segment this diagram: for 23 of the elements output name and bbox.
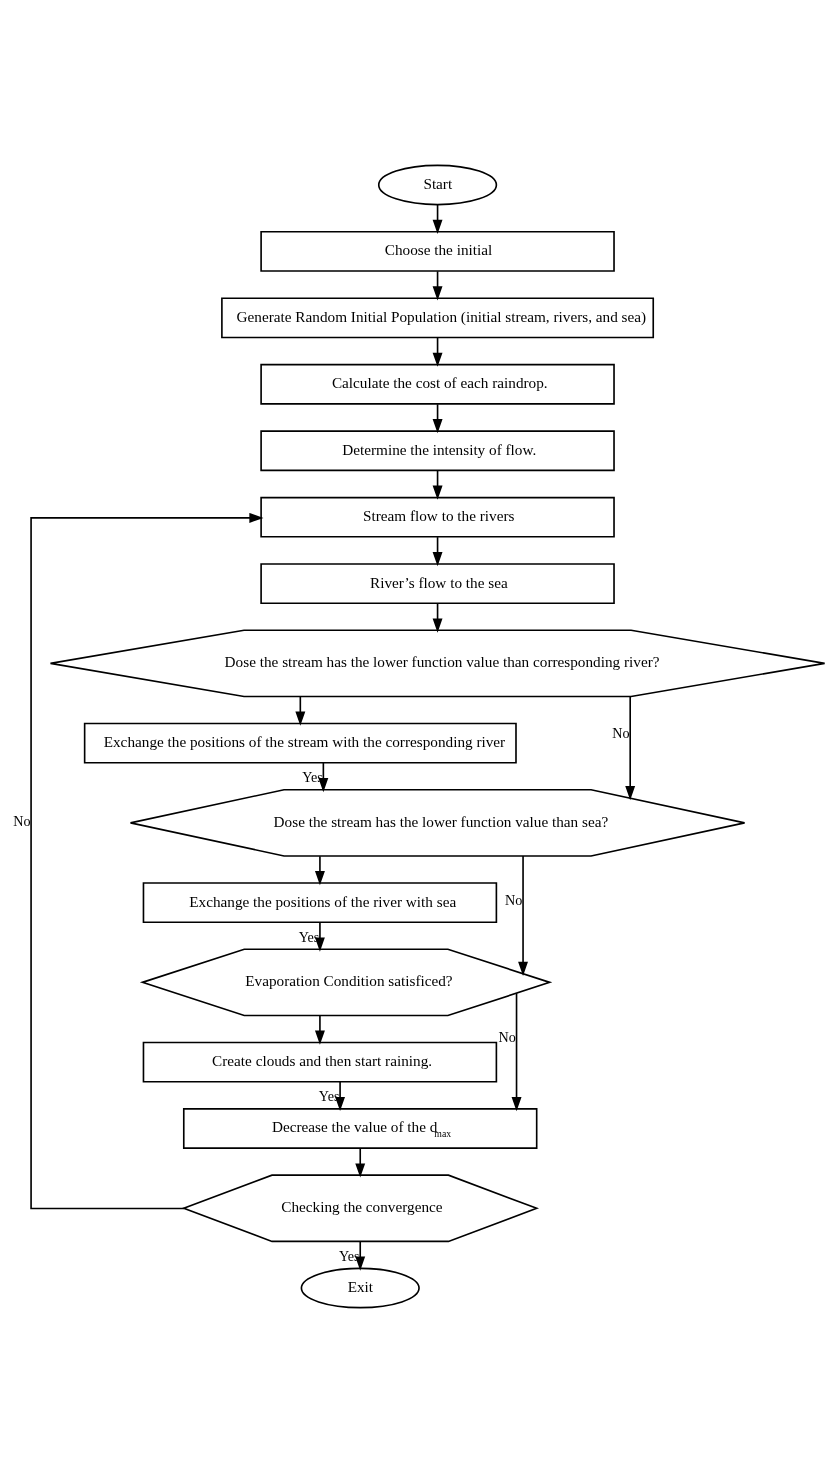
- node-box: Determine the intensity of flow.: [260, 429, 615, 471]
- edge-label: No: [13, 812, 31, 829]
- node-ellipse: Exit: [300, 1267, 420, 1308]
- node-box: Calculate the cost of each raindrop.: [260, 363, 615, 405]
- edge-label: No: [498, 1028, 516, 1045]
- node-box: Stream flow to the rivers: [260, 496, 615, 538]
- node-box: River’s flow to the sea: [260, 562, 615, 604]
- node-ellipse: Start: [377, 164, 498, 205]
- edge-label: No: [505, 891, 523, 908]
- node-box: Choose the initial: [260, 230, 615, 272]
- arrow: [355, 1146, 366, 1178]
- node-box: Exchange the positions of the stream with the corresponding river: [83, 722, 517, 764]
- arrow: [30, 512, 264, 1209]
- arrow: [314, 854, 325, 885]
- arrow: [314, 1014, 325, 1045]
- node-box: Exchange the positions of the river with sea: [142, 881, 498, 923]
- arrow: [625, 695, 636, 800]
- edge-label: No: [612, 724, 630, 741]
- arrow: [518, 854, 528, 976]
- node-box: Generate Random Initial Population (initial stream, rivers, and sea): [221, 296, 655, 338]
- node-box: Create clouds and then start raining.: [142, 1041, 498, 1083]
- node-box: Decrease the value of the d$_{max}$: [182, 1107, 538, 1149]
- arrow: [511, 992, 522, 1111]
